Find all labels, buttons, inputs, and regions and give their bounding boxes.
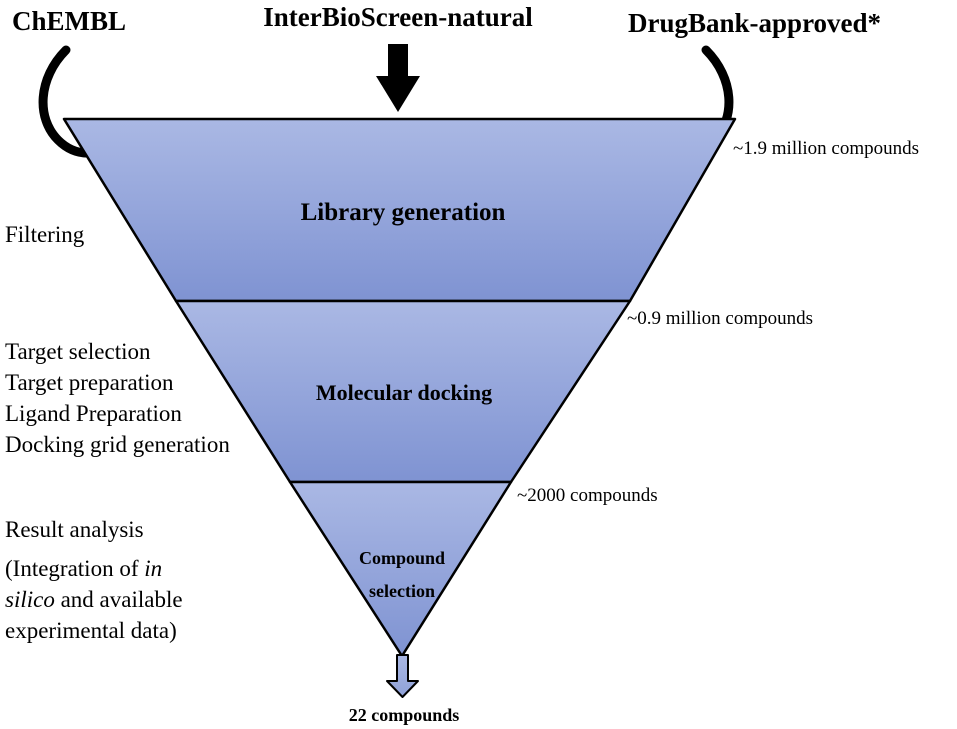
step-target-preparation: Target preparation <box>5 370 174 395</box>
integration-line1-italic: in <box>144 556 162 581</box>
step-result-analysis: Result analysis <box>5 517 144 542</box>
step-integration-line1: (Integration of in <box>5 556 162 581</box>
stage-label-library: Library generation <box>301 199 506 226</box>
step-ligand-preparation: Ligand Preparation <box>5 401 182 426</box>
step-filtering: Filtering <box>5 222 85 247</box>
integration-line2-text: and available <box>55 587 183 612</box>
step-integration-line2: silico and available <box>5 587 183 612</box>
source-chembl-label: ChEMBL <box>12 6 126 36</box>
step-integration-line3: experimental data) <box>5 618 177 643</box>
output-arrow-icon <box>386 654 419 698</box>
funnel-stage-selection <box>288 480 513 658</box>
final-compounds-label: 22 compounds <box>349 705 460 725</box>
source-drugbank-label: DrugBank-approved* <box>628 8 881 38</box>
count-selection: ~2000 compounds <box>517 485 658 506</box>
stage-label-selection-line2: selection <box>369 581 435 601</box>
down-arrow-icon-center <box>376 44 420 112</box>
count-docking: ~0.9 million compounds <box>627 308 813 329</box>
integration-line2-italic: silico <box>5 587 55 612</box>
step-docking-grid-generation: Docking grid generation <box>5 432 230 457</box>
source-interbioscreen-label: InterBioScreen-natural <box>263 2 533 32</box>
stage-label-selection-line1: Compound <box>359 548 445 568</box>
step-target-selection: Target selection <box>5 339 151 364</box>
stage-label-docking: Molecular docking <box>316 380 492 405</box>
integration-line1-text: (Integration of <box>5 556 144 581</box>
count-library: ~1.9 million compounds <box>733 138 919 159</box>
